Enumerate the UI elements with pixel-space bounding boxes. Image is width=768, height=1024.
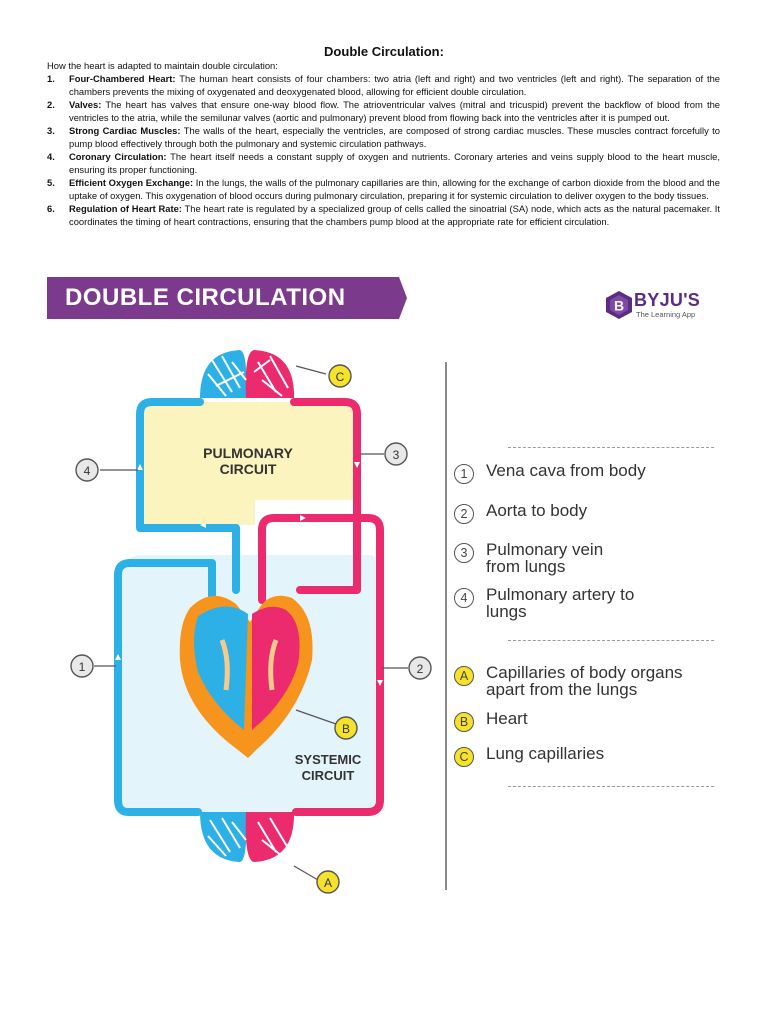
- item-text: The heart has valves that ensure one-way…: [69, 99, 720, 123]
- item-text: The heart rate is regulated by a special…: [69, 203, 721, 227]
- item-term: Coronary Circulation:: [69, 151, 167, 162]
- pulmonary-artery-vessel: [136, 398, 240, 594]
- arrow-up-icon: [115, 654, 121, 660]
- item-text: In the lungs, the walls of the pulmonary…: [69, 177, 720, 201]
- list-item: 6. Regulation of Heart Rate: The heart ra…: [47, 203, 720, 228]
- marker-a-label: A: [324, 876, 332, 890]
- legend-label: Aorta to body: [486, 501, 588, 520]
- arrow-left-icon: [200, 522, 206, 528]
- legend-badge: A: [454, 666, 474, 686]
- legend-dashed-line: [508, 786, 714, 787]
- marker-4: 4: [75, 458, 99, 482]
- legend-dashed-line: [508, 447, 714, 448]
- banner-shape: [47, 277, 407, 319]
- legend-dashed-line: [508, 640, 714, 641]
- legend-item-a: A Capillaries of body organs apart from …: [454, 664, 726, 698]
- legend-badge: C: [454, 747, 474, 767]
- legend-label: Vena cava from body: [486, 461, 646, 480]
- marker-4-label: 4: [84, 464, 91, 478]
- item-term: Valves:: [69, 99, 102, 110]
- marker-b-label: B: [342, 722, 350, 736]
- legend-item-4: 4 Pulmonary artery to lungs: [454, 586, 676, 620]
- adaptation-list: 1. Four-Chambered Heart: The human heart …: [47, 73, 720, 229]
- legend-label: Lung capillaries: [486, 744, 605, 763]
- oxygenated-vessels: [258, 398, 384, 816]
- legend-badge: B: [454, 712, 474, 732]
- legend-badge: 1: [454, 464, 474, 484]
- marker-2-label: 2: [417, 662, 424, 676]
- item-number: 2.: [47, 99, 55, 110]
- pulmonary-circuit-area: [140, 402, 357, 525]
- list-item: 2. Valves: The heart has valves that ensu…: [47, 99, 720, 124]
- legend-item-b: B Heart: [454, 710, 528, 732]
- deoxygenated-vessels: [114, 398, 240, 816]
- legend-item-2: 2 Aorta to body: [454, 502, 587, 524]
- circulation-diagram: PULMONARY CIRCUIT SYSTEMIC CIRCUIT C 3 4…: [70, 350, 432, 894]
- marker-2: 2: [408, 656, 432, 680]
- legend-label: Pulmonary vein from lungs: [486, 540, 604, 576]
- list-item: 1. Four-Chambered Heart: The human heart …: [47, 73, 720, 98]
- banner-title: DOUBLE CIRCULATION: [65, 284, 346, 311]
- flow-arrows: [115, 462, 383, 686]
- marker-3-label: 3: [393, 448, 400, 462]
- vena-cava-vessel: [114, 559, 216, 816]
- item-number: 5.: [47, 177, 55, 188]
- logo-name: BYJU'S: [634, 290, 701, 310]
- item-text: The human heart consists of four chamber…: [69, 73, 720, 97]
- list-item: 5. Efficient Oxygen Exchange: In the lung…: [47, 177, 720, 202]
- intro-text: How the heart is adapted to maintain dou…: [47, 60, 278, 71]
- list-item: 4. Coronary Circulation: The heart itself…: [47, 151, 720, 176]
- systemic-label-line2: CIRCUIT: [302, 768, 355, 783]
- legend-item-3: 3 Pulmonary vein from lungs: [454, 541, 636, 575]
- legend-item-c: C Lung capillaries: [454, 745, 604, 767]
- legend-badge: 4: [454, 588, 474, 608]
- list-item: 3. Strong Cardiac Muscles: The walls of t…: [47, 125, 720, 150]
- item-number: 1.: [47, 73, 55, 84]
- item-number: 3.: [47, 125, 55, 136]
- item-number: 4.: [47, 151, 55, 162]
- section-banner: DOUBLE CIRCULATION: [47, 277, 407, 319]
- marker-B: B: [334, 716, 358, 740]
- logo-letter: B: [614, 298, 624, 314]
- item-text: The walls of the heart, especially the v…: [69, 125, 720, 149]
- aorta-vessel: [258, 514, 384, 816]
- document-title: Double Circulation:: [324, 44, 444, 59]
- marker-1-label: 1: [79, 660, 86, 674]
- systemic-label-line1: SYSTEMIC: [295, 752, 362, 767]
- legend-badge: 3: [454, 543, 474, 563]
- item-text: The heart itself needs a constant supply…: [69, 151, 720, 175]
- logo-mark-icon: B: [606, 291, 632, 319]
- heart-icon: [179, 595, 313, 758]
- byjus-logo: B BYJU'S The Learning App: [604, 290, 724, 326]
- legend-divider: [445, 362, 447, 890]
- item-term: Efficient Oxygen Exchange:: [69, 177, 194, 188]
- legend-label: Capillaries of body organs apart from th…: [486, 663, 683, 699]
- pulmonary-vein-vessel: [290, 398, 361, 594]
- legend-label: Heart: [486, 709, 528, 728]
- marker-A: A: [316, 870, 340, 894]
- pulmonary-label-line2: CIRCUIT: [220, 461, 277, 477]
- item-term: Strong Cardiac Muscles:: [69, 125, 181, 136]
- marker-1: 1: [70, 654, 94, 678]
- legend-item-1: 1 Vena cava from body: [454, 462, 646, 484]
- arrow-down-icon: [377, 680, 383, 686]
- marker-C: C: [328, 364, 352, 388]
- item-term: Regulation of Heart Rate:: [69, 203, 182, 214]
- marker-c-label: C: [336, 370, 345, 384]
- lung-capillaries-icon: [200, 350, 295, 398]
- legend-badge: 2: [454, 504, 474, 524]
- pulmonary-label-line1: PULMONARY: [203, 445, 293, 461]
- item-term: Four-Chambered Heart:: [69, 73, 176, 84]
- item-number: 6.: [47, 203, 55, 214]
- arrow-up-icon: [137, 464, 143, 470]
- legend-label: Pulmonary artery to lungs: [486, 585, 635, 621]
- arrow-down-icon: [354, 462, 360, 468]
- body-capillaries-icon: [200, 812, 295, 862]
- logo-tagline: The Learning App: [636, 310, 696, 319]
- marker-3: 3: [384, 442, 408, 466]
- arrow-right-icon: [300, 515, 306, 521]
- leader-lines: [94, 365, 408, 881]
